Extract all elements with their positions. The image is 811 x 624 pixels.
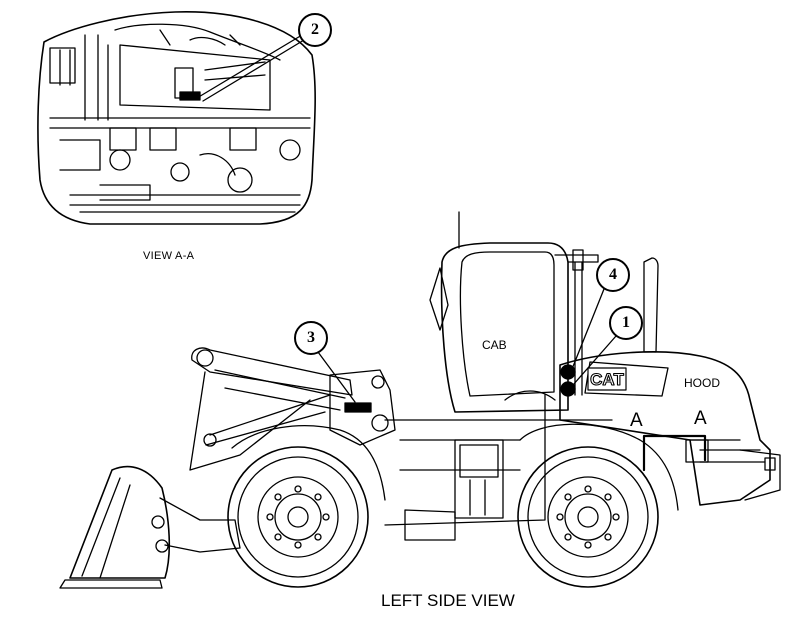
callout-4: 4 [596,258,630,292]
section-line-aa [642,434,707,472]
callout-2: 2 [298,13,332,47]
cab-outline [440,242,569,413]
callout-3: 3 [294,321,328,355]
section-a-left-label: A [630,410,643,431]
leader-line-2 [196,34,305,102]
leader-line-1 [572,335,617,386]
detail-boundary [37,11,316,225]
left-side-view-label: LEFT SIDE VIEW [381,591,515,610]
view-aa-detail [37,11,316,225]
hood-outline [559,351,771,506]
cat-logo: CAT [590,370,624,389]
cab-label: CAB [482,338,507,352]
wheel-loader-drawing [59,211,781,589]
section-a-right-label: A [694,408,707,429]
rear-wheel [517,446,659,588]
cat-logo-plate [587,367,627,391]
leader-line-3 [317,351,356,403]
view-aa-label: VIEW A-A [143,250,195,262]
leader-line-4 [571,288,605,370]
callout-1: 1 [609,306,643,340]
hood-label: HOOD [684,376,720,390]
bucket [69,465,171,579]
front-wheel [227,446,369,588]
